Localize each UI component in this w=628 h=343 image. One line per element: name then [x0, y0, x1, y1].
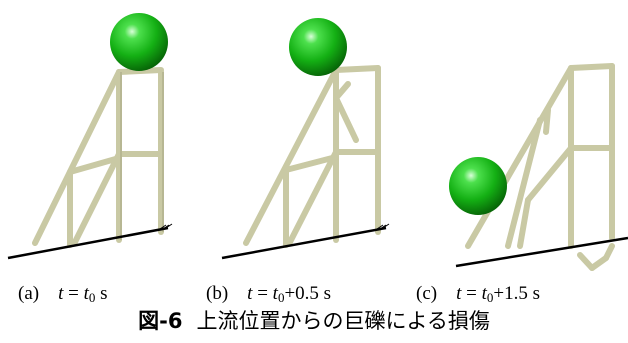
caption-panel-b: (b) t = t0+0.5 s — [206, 283, 331, 306]
time-base: t — [83, 283, 89, 304]
figure-title: 上流位置からの巨礫による損傷 — [196, 309, 490, 333]
time-suffix: +1.5 s — [493, 283, 540, 304]
panel-label: (a) — [18, 283, 40, 304]
time-base: t — [481, 283, 487, 304]
dam-frame — [243, 65, 381, 248]
boulder — [110, 13, 168, 71]
time-subscript: 0 — [486, 290, 494, 305]
boulder — [289, 18, 347, 76]
panel-label: (c) — [416, 283, 438, 304]
panel-c-diagram — [449, 63, 628, 271]
time-suffix: s — [100, 283, 108, 304]
caption-panel-c: (c) t = t0+1.5 s — [416, 283, 540, 306]
ground-line — [221, 226, 387, 260]
panel-label: (b) — [206, 283, 229, 304]
equals-sign: = — [466, 283, 477, 304]
ground-hatch — [159, 223, 173, 230]
ground-line — [455, 236, 628, 268]
time-subscript: 0 — [88, 290, 96, 305]
time-variable: t — [456, 283, 462, 304]
dam-frame — [32, 67, 164, 248]
ground-hatch — [376, 223, 390, 230]
caption-panel-a: (a) t = t0 s — [18, 283, 108, 306]
time-base: t — [272, 283, 278, 304]
figure-number: 図-6 — [138, 309, 183, 333]
dam-frame — [465, 63, 615, 271]
ground-line — [7, 226, 169, 260]
equals-sign: = — [68, 283, 79, 304]
panel-b-diagram — [221, 18, 390, 260]
time-variable: t — [247, 283, 253, 304]
figure-caption: 図-6 上流位置からの巨礫による損傷 — [0, 305, 628, 335]
time-variable: t — [58, 283, 64, 304]
boulder — [449, 157, 507, 215]
time-subscript: 0 — [277, 290, 285, 305]
time-suffix: +0.5 s — [284, 283, 332, 304]
equals-sign: = — [257, 283, 268, 304]
panel-a-diagram — [7, 13, 173, 260]
